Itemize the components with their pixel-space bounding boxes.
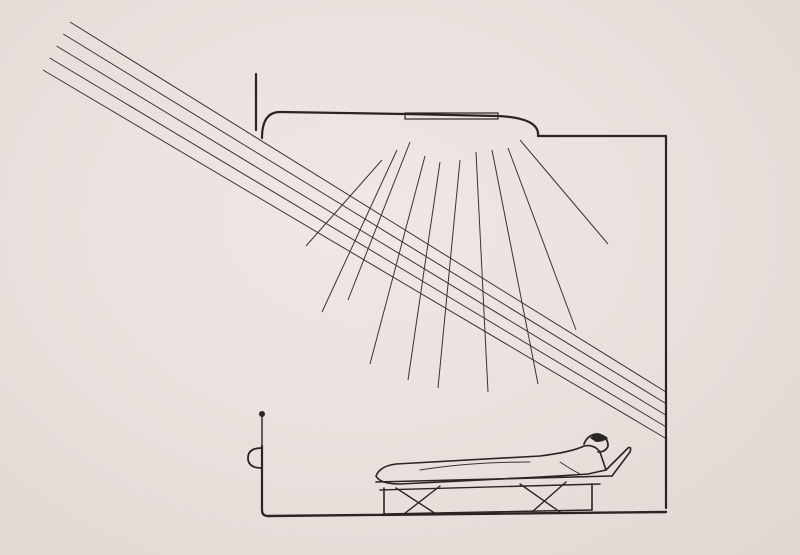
bed-rail-top <box>375 475 613 483</box>
wall-bracket <box>247 447 263 469</box>
skylight-ray-8 <box>491 149 539 385</box>
bed-leg-x1 <box>395 487 437 515</box>
bed-leg-x2 <box>403 485 441 515</box>
sun-ray-3 <box>56 45 667 416</box>
bed-base <box>383 509 593 515</box>
building-section <box>247 72 668 518</box>
skylight-ray-4 <box>369 155 426 365</box>
skylight-window <box>404 112 499 120</box>
skylight-ray-7 <box>475 151 489 393</box>
patient-bed <box>375 433 632 515</box>
skylight-ray-1 <box>305 159 383 247</box>
lamp-knob-icon <box>259 411 265 417</box>
floor-line <box>266 510 668 518</box>
blanket-fold-1 <box>419 461 531 471</box>
blanket <box>375 444 607 485</box>
patient-hair <box>590 434 608 442</box>
sun-ray-5 <box>42 69 667 439</box>
sun-ray-1 <box>69 21 667 393</box>
sun-rays <box>42 21 667 439</box>
skylight-ray-10 <box>519 139 609 245</box>
skylight-ray-5 <box>407 161 441 381</box>
skylight-rays <box>305 139 609 393</box>
bed-backrest <box>605 446 632 477</box>
skylight-ray-6 <box>437 159 461 389</box>
ceiling-line <box>260 110 668 140</box>
sun-ray-4 <box>49 57 667 428</box>
skylight-ray-2 <box>321 149 398 313</box>
lower-left-wall <box>260 444 270 518</box>
bed-leg-x3 <box>519 483 561 513</box>
skylight-ray-9 <box>507 147 577 331</box>
skylight-ray-3 <box>347 141 411 301</box>
bed-rail-bottom <box>379 483 601 491</box>
blanket-fold-2 <box>559 461 581 475</box>
bed-leg-x4 <box>531 481 567 513</box>
